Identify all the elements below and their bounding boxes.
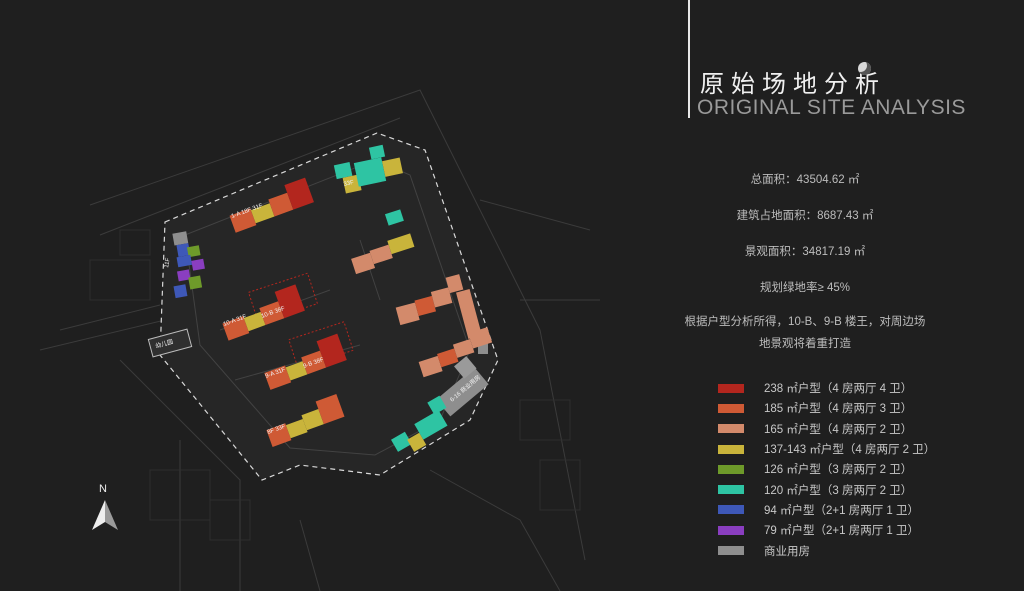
legend-swatch: [718, 464, 744, 474]
building-kindergarten: [147, 328, 193, 358]
legend-label: 79 ㎡户型（2+1 房两厅 1 卫）: [764, 525, 919, 538]
legend-item: 126 ㎡户型（3 房两厅 2 卫）: [718, 459, 935, 479]
context-roads: [39, 89, 600, 591]
legend-swatch: [718, 424, 744, 434]
building-7: [391, 395, 448, 452]
north-arrow-icon: [92, 500, 118, 530]
label-bw: 11F: [164, 257, 172, 268]
legend-label: 126 ㎡户型（3 房两厅 2 卫）: [764, 464, 913, 477]
stats-panel: 总面积：43504.62 ㎡ 建筑占地面积：8687.43 ㎡ 景观面积：348…: [660, 170, 950, 314]
legend-swatch: [718, 444, 744, 454]
legend: 238 ㎡户型（4 房两厅 4 卫） 185 ㎡户型（4 房两厅 3 卫） 16…: [718, 378, 935, 561]
analysis-note: 根据户型分析所得，10-B、9-B 楼王，对周边场 地景观将着重打造: [660, 311, 950, 355]
site-boundary: [159, 132, 499, 481]
site-plan-map: 1-A 18F 31F 10-A 31F 10-B 38F 9-A 31F 9-…: [39, 89, 600, 591]
building-3: [333, 144, 403, 194]
analysis-note-line1: 根据户型分析所得，10-B、9-B 楼王，对周边场: [684, 316, 926, 328]
title-divider: [688, 0, 690, 118]
building-commercial: [436, 356, 489, 417]
moon-icon: [858, 62, 871, 75]
legend-item: 238 ㎡户型（4 房两厅 4 卫）: [718, 378, 935, 398]
stat-total-area: 总面积：43504.62 ㎡: [750, 174, 860, 186]
context-parcels: [89, 229, 581, 541]
legend-swatch: [718, 525, 744, 535]
building-west: [172, 231, 205, 299]
building-5: [395, 274, 488, 354]
building-6: [418, 327, 493, 378]
legend-swatch: [718, 485, 744, 495]
legend-label: 商业用房: [764, 545, 810, 558]
page-subtitle: ORIGINAL SITE ANALYSIS: [697, 96, 966, 119]
analysis-note-line2: 地景观将着重打造: [759, 338, 851, 350]
compass-label: N: [99, 483, 107, 495]
building-4: [351, 209, 415, 275]
stat-building-footprint: 建筑占地面积：8687.43 ㎡: [736, 210, 874, 222]
legend-label: 165 ㎡户型（4 房两厅 2 卫）: [764, 423, 913, 436]
legend-label: 137-143 ㎡户型（4 房两厅 2 卫）: [764, 444, 936, 457]
legend-item: 165 ㎡户型（4 房两厅 2 卫）: [718, 419, 935, 439]
legend-label: 120 ㎡户型（3 房两厅 2 卫）: [764, 484, 913, 497]
building-1: [229, 177, 314, 233]
legend-item: 137-143 ㎡户型（4 房两厅 2 卫）: [718, 439, 935, 459]
legend-label: 185 ㎡户型（4 房两厅 3 卫）: [764, 403, 913, 416]
label-b3: 33F: [343, 180, 355, 188]
legend-label: 238 ㎡户型（4 房两厅 4 卫）: [764, 383, 913, 396]
building-8: [266, 394, 345, 448]
legend-swatch: [718, 546, 744, 556]
legend-item: 94 ㎡户型（2+1 房两厅 1 卫）: [718, 500, 935, 520]
legend-item: 79 ㎡户型（2+1 房两厅 1 卫）: [718, 520, 935, 540]
stat-green-ratio: 规划绿地率≥ 45%: [759, 282, 851, 294]
legend-label: 94 ㎡户型（2+1 房两厅 1 卫）: [764, 504, 919, 517]
legend-item: 商业用房: [718, 540, 935, 560]
legend-swatch: [718, 383, 744, 393]
legend-item: 185 ㎡户型（4 房两厅 3 卫）: [718, 398, 935, 418]
building-10: [222, 284, 305, 341]
stat-landscape-area: 景观面积：34817.19 ㎡: [744, 246, 866, 258]
building-9: [264, 333, 347, 390]
legend-swatch: [718, 505, 744, 515]
page-title: 原始场地分析: [700, 70, 886, 98]
legend-swatch: [718, 403, 744, 413]
legend-item: 120 ㎡户型（3 房两厅 2 卫）: [718, 479, 935, 499]
